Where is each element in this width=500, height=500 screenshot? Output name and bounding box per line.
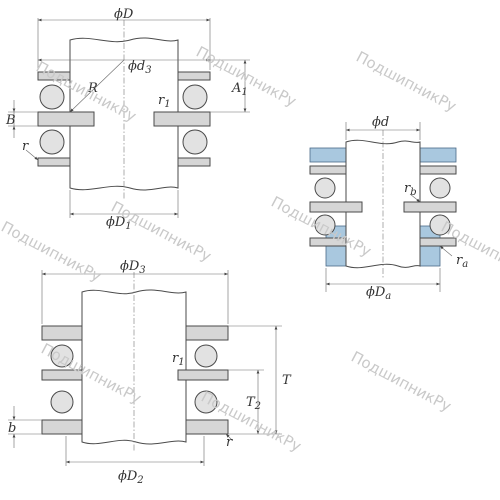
label-b: b [8, 421, 16, 436]
label-A1: A1 [231, 81, 248, 98]
dim-R-line [69, 59, 125, 113]
ball-left-bottom [39, 129, 65, 155]
label-Da: ϕDa [366, 285, 391, 302]
housing-washer-left-top [37, 71, 71, 81]
label-rb: rb [404, 181, 417, 198]
housing-left-top [309, 147, 347, 163]
watermark-6: ПодшипникРу [0, 218, 104, 286]
housing-washer-right-top [177, 71, 211, 81]
label-D3: ϕD3 [120, 259, 146, 276]
ball-left-top [39, 84, 65, 110]
watermark-7: ПодшипникРу [438, 218, 500, 286]
figure-1-double-direction-bearing: ϕD ϕd3 A1 R r1 B r ϕD1 [5, 7, 250, 232]
label-R: R [87, 81, 98, 96]
watermark-9: ПодшипникРу [348, 348, 454, 416]
label-r-3: r [226, 435, 233, 450]
label-T2: T2 [246, 395, 261, 412]
label-D: ϕD [114, 7, 134, 22]
ball-right-bottom [182, 129, 208, 155]
label-r: r [22, 139, 29, 154]
housing-washer-left-bottom [37, 157, 71, 167]
housing-right-top [419, 147, 457, 163]
housing-washer-right-bottom [177, 157, 211, 167]
label-T: T [282, 373, 292, 388]
label-D1: ϕD1 [106, 215, 132, 232]
ball-right-top [182, 84, 208, 110]
figure-3-double-direction-bearing: ϕD3 r1 T T2 b r ϕD2 [8, 259, 292, 486]
label-d: ϕd [372, 115, 389, 130]
label-r1-3: r1 [172, 351, 185, 368]
watermark-4: ПодшипникРу [108, 198, 214, 266]
shaft-washer-right [153, 111, 211, 127]
label-ra: ra [456, 253, 468, 270]
label-d3: ϕd3 [128, 59, 152, 76]
figure-2-mounting-dimensions: ϕd rb ra ϕDa [309, 115, 468, 302]
shaft-washer-left [37, 111, 95, 127]
label-D2: ϕD2 [118, 469, 144, 486]
label-r1: r1 [158, 93, 171, 110]
watermark-3: ПодшипникРу [353, 48, 459, 116]
label-B: B [5, 113, 16, 128]
